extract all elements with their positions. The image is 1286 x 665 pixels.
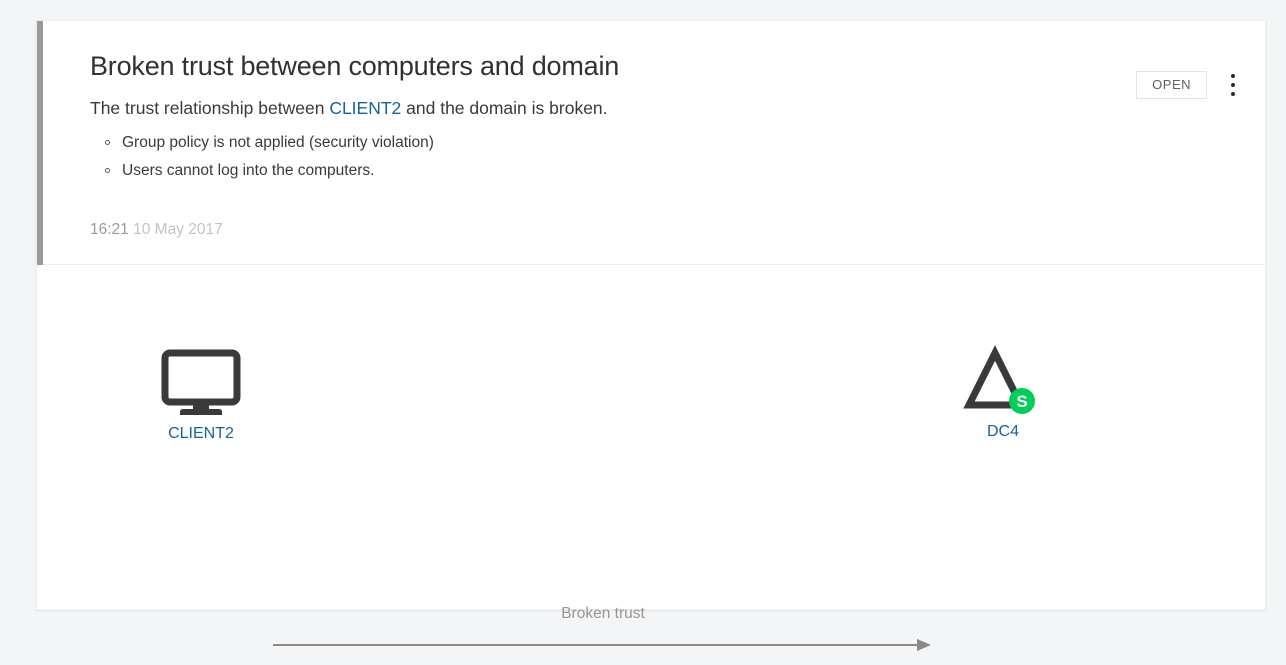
arrow-icon [273,639,931,651]
page-title: Broken trust between computers and domai… [90,51,620,81]
topology-diagram: CLIENT2 Broken trust S DC4 [37,265,1265,651]
menu-dot [1231,83,1235,87]
list-item: Group policy is not applied (security vi… [105,129,1245,157]
alert-header-content: Broken trust between computers and domai… [90,21,1245,239]
diagram-node-dc4[interactable]: S DC4 [923,343,1083,441]
symptom-list: Group policy is not applied (security vi… [90,129,1245,184]
monitor-icon [121,345,281,417]
menu-dot [1231,92,1235,96]
alert-subtitle: The trust relationship between CLIENT2 a… [90,82,1245,120]
open-button[interactable]: OPEN [1136,71,1207,99]
diagram-node-label[interactable]: DC4 [986,423,1019,440]
diagram-connector-broken-trust: Broken trust [273,605,933,665]
secure-badge-icon [1009,388,1035,414]
connector-label: Broken trust [561,605,645,622]
severity-accent-bar [37,21,43,265]
timestamp-time: 16:21 [90,221,129,239]
alert-card-header: Broken trust between computers and domai… [37,21,1265,265]
alert-card: Broken trust between computers and domai… [36,20,1266,651]
entity-link-client2[interactable]: CLIENT2 [329,98,402,119]
alert-subtitle-prefix: The trust relationship between [90,98,330,119]
alert-header-actions: OPEN [1136,70,1245,100]
menu-dot [1231,74,1235,78]
diagram-node-client2[interactable]: CLIENT2 [121,345,281,443]
alert-timestamp: 16:21 10 May 2017 [90,184,1245,239]
more-vertical-icon[interactable] [1221,70,1245,100]
list-item: Users cannot log into the computers. [105,157,1245,185]
svg-text:S: S [1016,392,1027,411]
domain-triangle-icon: S [923,343,1083,415]
diagram-node-label[interactable]: CLIENT2 [168,425,234,442]
alert-subtitle-suffix: and the domain is broken. [401,98,608,119]
timestamp-date: 10 May 2017 [133,221,223,239]
